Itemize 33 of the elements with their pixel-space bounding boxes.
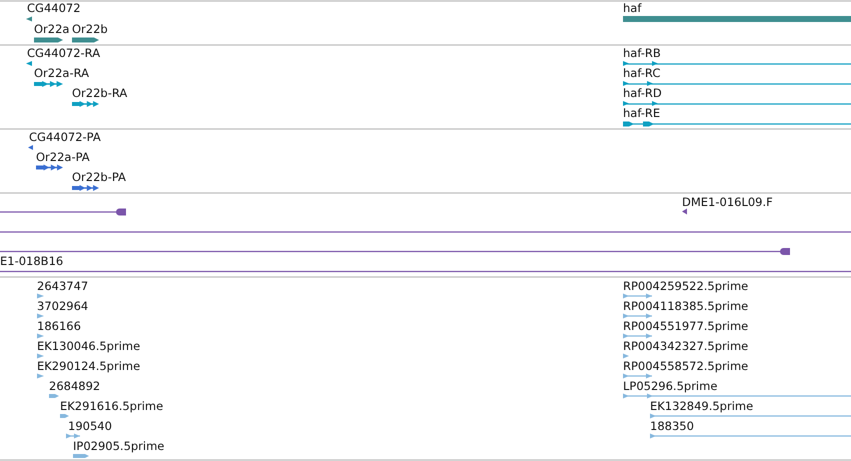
- feature-label: RP004118385.5prime: [623, 300, 748, 313]
- feature-label: EK290124.5prime: [37, 360, 140, 373]
- feature-label: EK291616.5prime: [60, 400, 164, 413]
- feature-label: Or22b-PA: [72, 171, 126, 184]
- feature-label: RP004342327.5prime: [623, 340, 748, 353]
- feature-label: EK132849.5prime: [650, 400, 754, 413]
- feature-label: LP05296.5prime: [623, 380, 718, 393]
- feature-label: 2643747: [37, 280, 88, 293]
- feature-label: DME1-016L09.F: [682, 196, 773, 209]
- feature-label: Or22a-PA: [36, 151, 90, 164]
- feature-label: CG44072-PA: [29, 131, 101, 144]
- feature-label: haf-RC: [623, 67, 660, 80]
- feature-label: 186166: [37, 320, 81, 333]
- feature-label: EK130046.5prime: [37, 340, 140, 353]
- feature-label: Or22a: [34, 23, 70, 36]
- feature-label: 2684892: [49, 380, 100, 393]
- feature-label: CG44072: [27, 2, 81, 15]
- feature-label: haf-RB: [623, 47, 661, 60]
- feature-label: 188350: [650, 420, 694, 433]
- feature-label: RP004551977.5prime: [623, 320, 748, 333]
- feature-label: RP004259522.5prime: [623, 280, 748, 293]
- feature-label: Or22b-RA: [72, 87, 128, 100]
- feature-label: haf-RD: [623, 87, 662, 100]
- feature-label: haf: [623, 2, 642, 15]
- feature-label: E1-018B16: [0, 255, 64, 268]
- feature-label: 190540: [68, 420, 112, 433]
- feature-label: 3702964: [37, 300, 88, 313]
- feature-label: Or22a-RA: [34, 67, 90, 80]
- feature-label: CG44072-RA: [27, 47, 100, 60]
- feature-label: RP004558572.5prime: [623, 360, 748, 373]
- feature-label: haf-RE: [623, 107, 660, 120]
- feature-label: IP02905.5prime: [73, 440, 164, 453]
- feature-label: Or22b: [72, 23, 108, 36]
